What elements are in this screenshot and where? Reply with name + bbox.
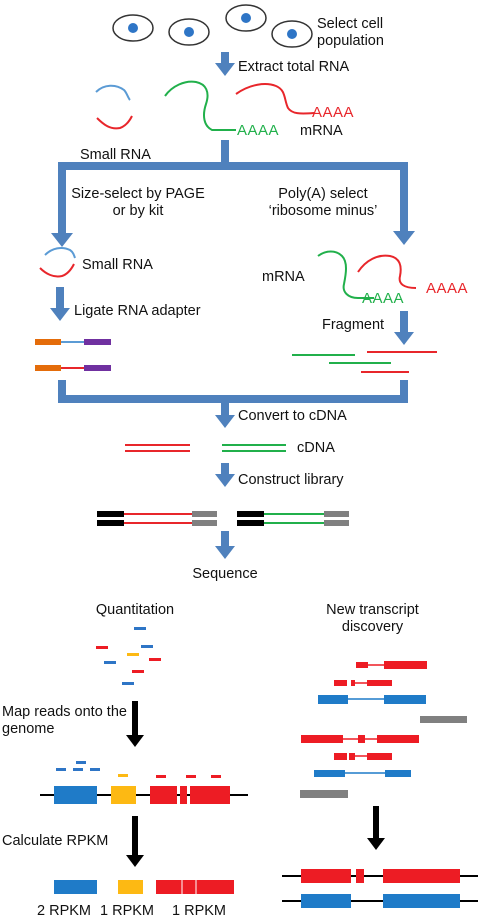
small-rna-red-left [39,263,75,278]
arrow-fragment [394,311,414,345]
cell-population [112,4,313,48]
small-rna-left [39,246,76,278]
total-rna-molecules [95,80,315,131]
fragments [292,351,437,373]
small-rna-blue [95,84,131,101]
arrow-sequence [215,531,235,559]
new-transcript-heading: New transcript discovery [326,602,419,635]
sequence-label: Sequence [192,566,258,582]
rpkm-value-blue: 2 RPKM [37,903,91,919]
fragment-label: Fragment [322,317,385,333]
rpkm-bars [54,880,234,894]
polya-green-right: AAAA [362,290,405,307]
transcript-reads [300,661,467,798]
mrna-label-right: mRNA [262,269,305,285]
cell-icon [112,14,154,42]
arrow-library [215,463,235,487]
mapped-genome [40,761,248,804]
mrna-red [235,83,315,115]
rpkm-value-yellow: 1 RPKM [100,903,154,919]
ligated-fragments [35,339,111,371]
rpkm-value-red: 1 RPKM [172,903,226,919]
select-cells-label: Select cell population [317,16,384,49]
convert-cdna-label: Convert to cDNA [238,408,347,424]
mrna-green-right [317,250,374,299]
cell-icon [168,18,210,46]
quantitation-heading: Quantitation [95,602,175,618]
extract-rna-label: Extract total RNA [238,59,350,75]
polya-green-top: AAAA [237,122,280,139]
arrow-rpkm [126,816,144,867]
polya-red-top: AAAA [312,104,355,121]
arrow-map [126,701,144,747]
arrow-ligate [50,287,70,321]
polya-red-right: AAAA [426,280,469,297]
small-rna-blue-left [44,246,76,259]
cdna-label: cDNA [297,440,335,456]
mrna-red-right [357,254,417,289]
cell-icon [271,20,313,48]
arrow-extract [215,52,235,76]
ligate-adapter-label: Ligate RNA adapter [74,303,201,319]
map-reads-label: Map reads onto the genome [2,704,127,737]
mrna-label-top: mRNA [300,123,343,139]
split-connector [51,140,415,247]
assembled-transcripts [282,869,478,908]
cdna-strands [125,444,286,452]
arrow-assemble [367,806,385,850]
small-rna-label-left: Small RNA [82,257,153,273]
small-rna-label-top: Small RNA [80,147,151,163]
small-rna-red [96,115,133,130]
mrna-green [164,80,236,131]
construct-library-label: Construct library [238,472,344,488]
calculate-rpkm-label: Calculate RPKM [2,833,109,849]
library-constructs [97,511,349,526]
cell-icon [225,4,267,32]
polya-select-label: Poly(A) select ‘ribosome minus’ [268,186,378,219]
mrna-right [317,250,417,299]
size-select-label: Size-select by PAGE or by kit [71,186,205,219]
merge-connector [58,380,408,428]
quant-reads [96,627,161,685]
